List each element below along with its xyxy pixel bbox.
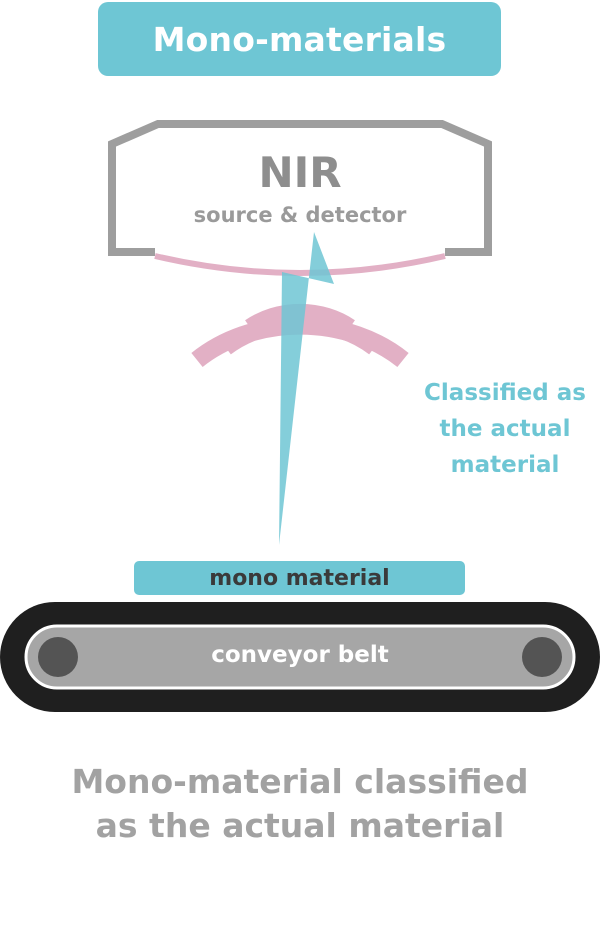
nir-label: NIR — [258, 148, 342, 197]
title-text: Mono-materials — [152, 19, 447, 59]
classification-label: Classified as the actual material — [415, 375, 595, 483]
conveyor-belt-label: conveyor belt — [211, 642, 389, 668]
caption-line-1: Mono-material classified — [71, 762, 529, 801]
mono-material-label: mono material — [209, 565, 390, 591]
classification-line-1: Classified as — [424, 380, 586, 406]
conveyor-belt-inner — [24, 624, 576, 690]
belt-roller-right — [522, 637, 562, 677]
nir-sublabel: source & detector — [193, 203, 407, 227]
nir-housing — [108, 120, 492, 256]
classification-line-2: the actual — [439, 416, 571, 442]
caption: Mono-material classified as the actual m… — [20, 760, 580, 848]
classification-line-3: material — [450, 452, 560, 478]
mono-material-box: mono material — [134, 561, 465, 595]
belt-roller-left — [38, 637, 78, 677]
caption-line-2: as the actual material — [95, 806, 505, 845]
title-banner: Mono-materials — [98, 2, 501, 76]
reflection-arrow — [279, 232, 334, 545]
sensor-lens-arc — [154, 253, 446, 276]
